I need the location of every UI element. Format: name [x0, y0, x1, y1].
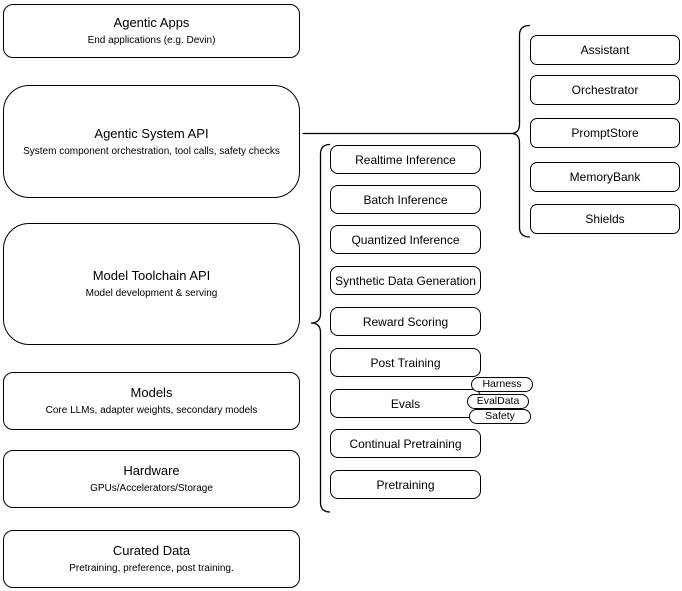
box-hardware: Hardware GPUs/Accelerators/Storage [3, 450, 300, 508]
service-continual-pretraining: Continual Pretraining [330, 429, 481, 458]
eval-tag-evaldata: EvalData [467, 394, 529, 409]
box-subtitle: Core LLMs, adapter weights, secondary mo… [45, 405, 258, 416]
box-subtitle: GPUs/Accelerators/Storage [90, 483, 213, 494]
service-synthetic-data-generation: Synthetic Data Generation [330, 266, 481, 295]
service-reward-scoring: Reward Scoring [330, 307, 481, 336]
box-subtitle: End applications (e.g. Devin) [87, 35, 216, 46]
brace-toolchain-services [310, 143, 331, 513]
box-title: Hardware [123, 463, 180, 478]
service-post-training: Post Training [330, 348, 481, 377]
eval-tag-safety: Safety [469, 409, 531, 424]
brace-system-components [510, 24, 531, 238]
box-subtitle: System component orchestration, tool cal… [23, 145, 280, 157]
box-agentic-system-api: Agentic System API System component orch… [3, 85, 300, 198]
component-orchestrator: Orchestrator [530, 75, 680, 105]
service-quantized-inference: Quantized Inference [330, 225, 481, 254]
component-shields: Shields [530, 204, 680, 234]
eval-tag-harness: Harness [471, 377, 533, 392]
box-title: Agentic System API [94, 125, 209, 141]
box-title: Curated Data [112, 543, 191, 558]
box-models: Models Core LLMs, adapter weights, secon… [3, 372, 300, 430]
service-batch-inference: Batch Inference [330, 185, 481, 214]
component-assistant: Assistant [530, 35, 680, 65]
box-curated-data: Curated Data Pretraining, preference, po… [3, 530, 300, 588]
box-model-toolchain-api: Model Toolchain API Model development & … [3, 223, 300, 345]
box-title: Agentic Apps [113, 15, 190, 30]
component-promptstore: PromptStore [530, 118, 680, 148]
box-subtitle: Pretraining, preference, post training. [69, 563, 234, 574]
service-realtime-inference: Realtime Inference [330, 145, 481, 174]
service-evals: Evals [330, 389, 481, 418]
box-title: Models [130, 385, 173, 400]
service-pretraining: Pretraining [330, 470, 481, 499]
component-memorybank: MemoryBank [530, 162, 680, 192]
box-subtitle: Model development & serving [85, 288, 218, 299]
box-title: Model Toolchain API [92, 268, 211, 283]
box-agentic-apps: Agentic Apps End applications (e.g. Devi… [3, 4, 300, 58]
